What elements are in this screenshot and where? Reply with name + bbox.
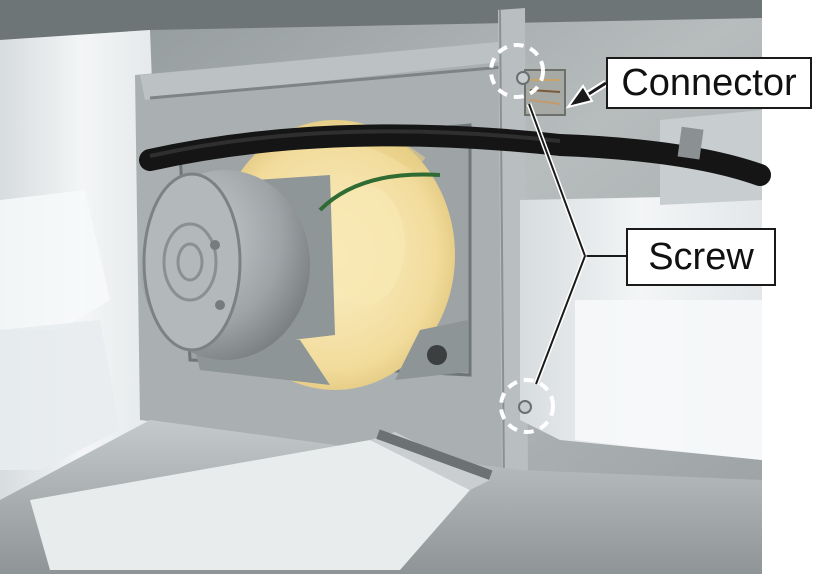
connector-callout-label: Connector [606,57,812,109]
drain-hole [427,345,447,365]
cabinet-top-edge [0,0,762,40]
top-screw [516,71,530,85]
screw-callout-label: Screw [626,228,776,286]
bottom-screw [518,400,532,414]
cord-clip [677,126,704,160]
ground-wire [318,172,441,212]
floor-rail [376,429,493,480]
front-foam-block [30,440,470,570]
motor-end-cap [142,172,242,352]
